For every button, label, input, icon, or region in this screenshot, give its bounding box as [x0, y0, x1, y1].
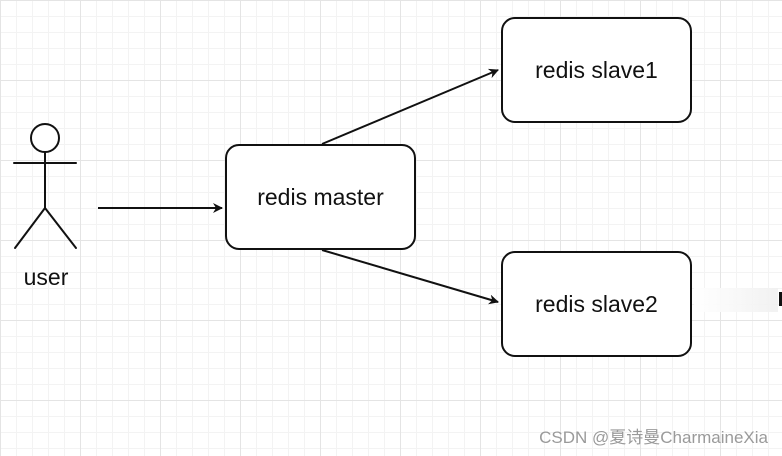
watermark-text: CSDN @夏诗曼CharmaineXia — [539, 428, 768, 447]
user-actor-icon — [13, 123, 77, 249]
user-actor-label: user — [23, 264, 69, 290]
node-redis-master-label: redis master — [257, 183, 384, 210]
edge-master-to-slave2 — [321, 249, 499, 305]
edge-cursor-mark — [779, 292, 782, 306]
node-redis-master[interactable]: redis master — [225, 144, 416, 250]
node-redis-slave2-label: redis slave2 — [535, 290, 658, 317]
edge-master-to-slave1 — [321, 68, 499, 145]
node-redis-slave2[interactable]: redis slave2 — [501, 251, 692, 357]
node-redis-slave1-label: redis slave1 — [535, 56, 658, 83]
faded-strip — [694, 288, 778, 312]
node-redis-slave1[interactable]: redis slave1 — [501, 17, 692, 123]
